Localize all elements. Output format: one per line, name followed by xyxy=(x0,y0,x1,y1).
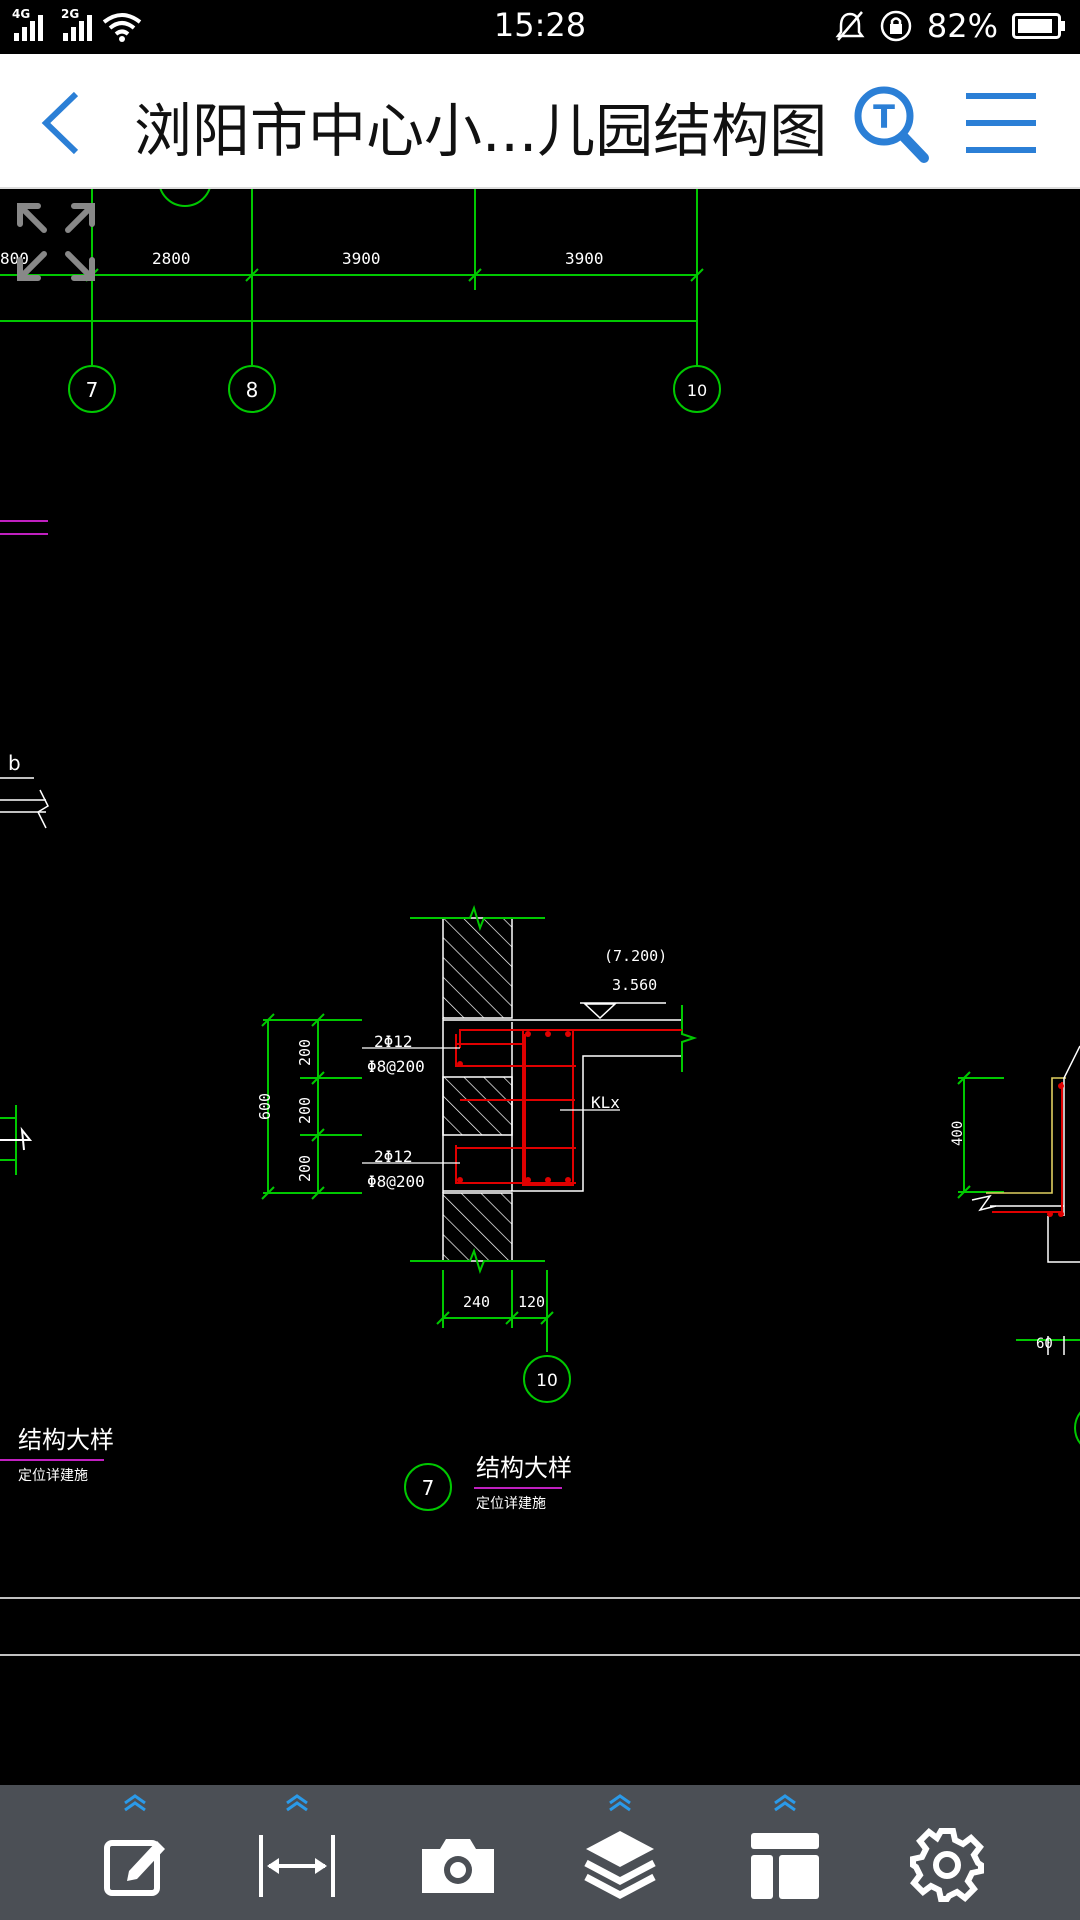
left-detail-subtitle: 定位详建施 xyxy=(18,1468,88,1484)
bottom-toolbar xyxy=(0,1785,1080,1920)
edit-icon xyxy=(104,1840,165,1896)
axis-label-8: 8 xyxy=(246,378,259,402)
beam-tag-klx: KLx xyxy=(591,1093,620,1112)
svg-text:T: T xyxy=(873,98,895,136)
detail-subtitle: 定位详建施 xyxy=(476,1496,546,1512)
rebar-label-bottom: 2Φ12 xyxy=(374,1147,413,1166)
app-header: 浏阳市中心小...儿园结构图 T xyxy=(0,54,1080,189)
settings-icon xyxy=(910,1828,984,1902)
right-dim-400: 400 xyxy=(950,1121,966,1146)
fullscreen-icon[interactable] xyxy=(14,200,98,284)
elevation-7200: (7.200) xyxy=(604,947,667,965)
stirrup-label-top: Φ8@200 xyxy=(367,1057,425,1076)
cad-drawing-canvas[interactable]: 800 2800 3900 3900 7 8 10 b xyxy=(0,189,1080,1785)
expand-up-icon[interactable] xyxy=(770,1793,800,1813)
dim-120: 120 xyxy=(518,1293,545,1311)
page-title: 浏阳市中心小...儿园结构图 xyxy=(134,97,828,165)
dim-200-c: 200 xyxy=(296,1155,314,1182)
rebar-cage xyxy=(455,1029,682,1186)
wifi-icon xyxy=(102,13,142,42)
expand-up-icon[interactable] xyxy=(282,1793,312,1813)
left-magenta-lines xyxy=(0,520,48,535)
left-b-fragment: b xyxy=(0,751,49,829)
signal-2g-icon: 2G xyxy=(61,7,92,41)
rebar-label-top: 2Φ12 xyxy=(374,1032,413,1051)
right-edge-fragment: 400 60 xyxy=(950,1045,1080,1445)
text-search-icon[interactable]: T xyxy=(852,84,930,164)
layers-icon xyxy=(584,1831,656,1899)
elevation-marker: (7.200) 3.560 xyxy=(580,947,667,1020)
beam-outline xyxy=(443,1019,682,1192)
right-dim-60: 60 xyxy=(1036,1336,1053,1352)
rebar-leaders xyxy=(362,1047,620,1164)
dim-240: 240 xyxy=(463,1293,490,1311)
axis-bubble-7: 7 xyxy=(68,365,116,413)
dim-label-3900-a: 3900 xyxy=(342,249,381,268)
clock: 15:28 xyxy=(493,6,587,44)
dim-200-b: 200 xyxy=(296,1097,314,1124)
axis-label-10-detail: 10 xyxy=(536,1371,558,1391)
left-fragment-2 xyxy=(0,1105,33,1175)
left-b-label: b xyxy=(8,751,21,775)
dim-label-2800: 2800 xyxy=(152,249,191,268)
screenshot-tool-button[interactable] xyxy=(403,1785,513,1920)
signal-4g-icon: 4G xyxy=(12,7,43,41)
detail-title-block: 7 结构大样 定位详建施 xyxy=(404,1454,572,1512)
bottom-rules xyxy=(0,1597,1080,1656)
layout-icon xyxy=(751,1833,819,1899)
status-bar: 4G 2G 15:28 82% xyxy=(0,0,1080,54)
expand-up-icon[interactable] xyxy=(605,1793,635,1813)
battery-icon xyxy=(1012,13,1065,39)
measure-icon xyxy=(259,1835,335,1897)
menu-icon[interactable] xyxy=(962,88,1040,158)
battery-percent: 82% xyxy=(926,7,998,45)
stirrup-label-bottom: Φ8@200 xyxy=(367,1172,425,1191)
edit-tool-button[interactable] xyxy=(80,1785,190,1920)
dim-600: 600 xyxy=(256,1093,274,1120)
dim-label-3900-b: 3900 xyxy=(565,249,604,268)
axis-label-10: 10 xyxy=(687,381,707,400)
slab-break-right xyxy=(681,1005,698,1072)
dim-200-a: 200 xyxy=(296,1039,314,1066)
measure-tool-button[interactable] xyxy=(242,1785,352,1920)
status-right: 82% xyxy=(835,6,1066,46)
settings-tool-button[interactable] xyxy=(892,1785,1002,1920)
status-left: 4G 2G xyxy=(12,7,142,46)
camera-icon xyxy=(422,1839,494,1893)
axis-bubble-10-detail: 10 xyxy=(523,1355,571,1403)
expand-up-icon[interactable] xyxy=(120,1793,150,1813)
axis-bubble-partial xyxy=(159,189,211,207)
elevation-3560: 3.560 xyxy=(612,976,657,994)
back-arrow-icon[interactable] xyxy=(36,88,86,158)
axis-bubble-10: 10 xyxy=(673,365,721,413)
layers-tool-button[interactable] xyxy=(565,1785,675,1920)
rotation-lock-icon xyxy=(880,10,912,42)
top-dimension-lines xyxy=(0,189,704,365)
left-detail-title: 结构大样 xyxy=(18,1426,114,1454)
detail-title: 结构大样 xyxy=(476,1454,572,1482)
horizontal-dimensions xyxy=(436,1270,554,1352)
left-detail-title-block: 结构大样 定位详建施 xyxy=(0,1426,114,1484)
wall-section xyxy=(442,917,513,1262)
axis-bubble-8: 8 xyxy=(228,365,276,413)
rebar-dots xyxy=(457,1031,571,1183)
wall-break-lines xyxy=(410,904,545,1275)
network-type-2: 2G xyxy=(61,7,80,21)
network-type-1: 4G xyxy=(12,7,31,21)
layout-tool-button[interactable] xyxy=(730,1785,840,1920)
axis-label-7: 7 xyxy=(86,378,99,402)
mute-icon xyxy=(835,11,865,41)
vertical-dimensions xyxy=(261,1013,362,1200)
detail-number: 7 xyxy=(422,1476,435,1500)
